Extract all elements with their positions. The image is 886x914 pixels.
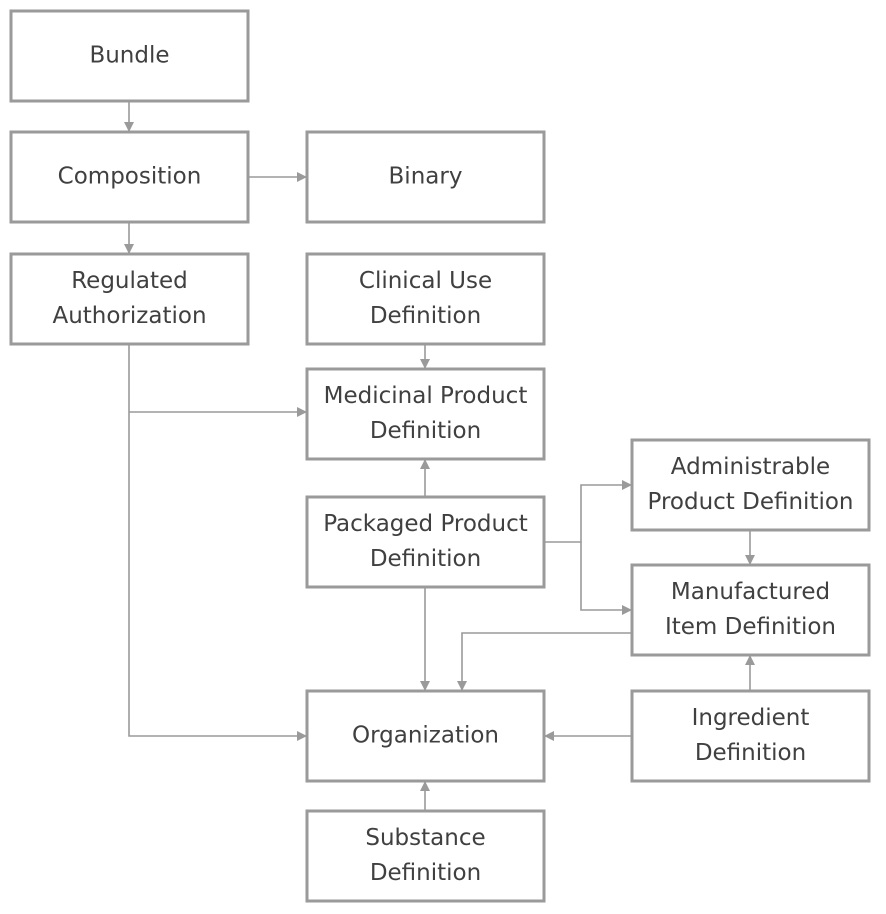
node-box [305,809,546,903]
node-box [305,252,546,346]
node-box [9,9,250,103]
node-box [305,689,546,783]
node-label: Organization [352,723,499,749]
node-box [630,438,871,532]
edge-administrable-product-definition-to-manufactured-item-definition [745,530,755,565]
arrowhead [420,459,430,469]
node-label: Medicinal Product [324,383,528,409]
edge-regulated-authorization-to-medicinal-product-definition [129,407,307,417]
connector-line [128,344,307,737]
arrowhead [124,122,134,132]
arrowhead [124,244,134,254]
node-label: Definition [370,418,481,444]
node-bundle: Bundle [9,9,250,103]
node-label: Bundle [89,43,169,69]
node-label: Definition [695,740,806,766]
arrowhead [622,605,632,615]
node-label: Clinical Use [359,268,492,294]
node-label: Regulated [71,268,188,294]
node-box [9,252,250,346]
edge-ingredient-definition-to-manufactured-item-definition [745,655,755,691]
edge-ingredient-definition-to-organization [544,731,632,741]
connector-line [580,542,632,611]
node-label: Definition [370,303,481,329]
arrowhead [457,681,467,691]
arrowhead [297,172,307,182]
node-label: Ingredient [692,705,810,731]
node-label: Authorization [52,303,206,329]
edge-regulated-authorization-to-organization [128,344,307,741]
node-label: Binary [389,164,463,190]
node-box [305,367,546,461]
arrowhead [420,359,430,369]
arrowhead [745,655,755,665]
connectors [124,101,755,811]
edge-packaged-product-definition-to-medicinal-product-definition [420,459,430,497]
node-composition: Composition [9,130,250,224]
connector-line [544,484,632,543]
edge-bundle-to-composition [124,101,134,132]
edge-packaged-product-definition-to-manufactured-item-definition [580,542,632,615]
node-label: Administrable [671,454,830,480]
arrowhead [420,681,430,691]
arrowhead [544,731,554,741]
node-box [9,130,250,224]
arrowhead [297,407,307,417]
node-box [305,495,546,589]
arrowhead [297,731,307,741]
arrowhead [420,781,430,791]
node-label: Composition [58,164,202,190]
node-box [630,563,871,657]
node-organization: Organization [305,689,546,783]
node-label: Manufactured [671,579,830,605]
node-label: Item Definition [665,614,836,640]
node-label: Substance [365,825,485,851]
node-label: Product Definition [647,489,853,515]
node-label: Definition [370,860,481,886]
node-box [305,130,546,224]
edge-manufactured-item-definition-to-organization [457,632,632,691]
edge-packaged-product-definition-to-organization [420,587,430,691]
connector-line [461,632,632,691]
node-label: Packaged Product [323,511,528,537]
node-label: Definition [370,546,481,572]
node-binary: Binary [305,130,546,224]
node-box [630,689,871,783]
edge-composition-to-binary [248,172,307,182]
arrowhead [622,480,632,490]
edge-composition-to-regulated-authorization [124,222,134,254]
edge-packaged-product-definition-to-administrable-product-definition [544,480,632,543]
edge-clinical-use-definition-to-medicinal-product-definition [420,344,430,369]
arrowhead [745,555,755,565]
edge-substance-definition-to-organization [420,781,430,811]
